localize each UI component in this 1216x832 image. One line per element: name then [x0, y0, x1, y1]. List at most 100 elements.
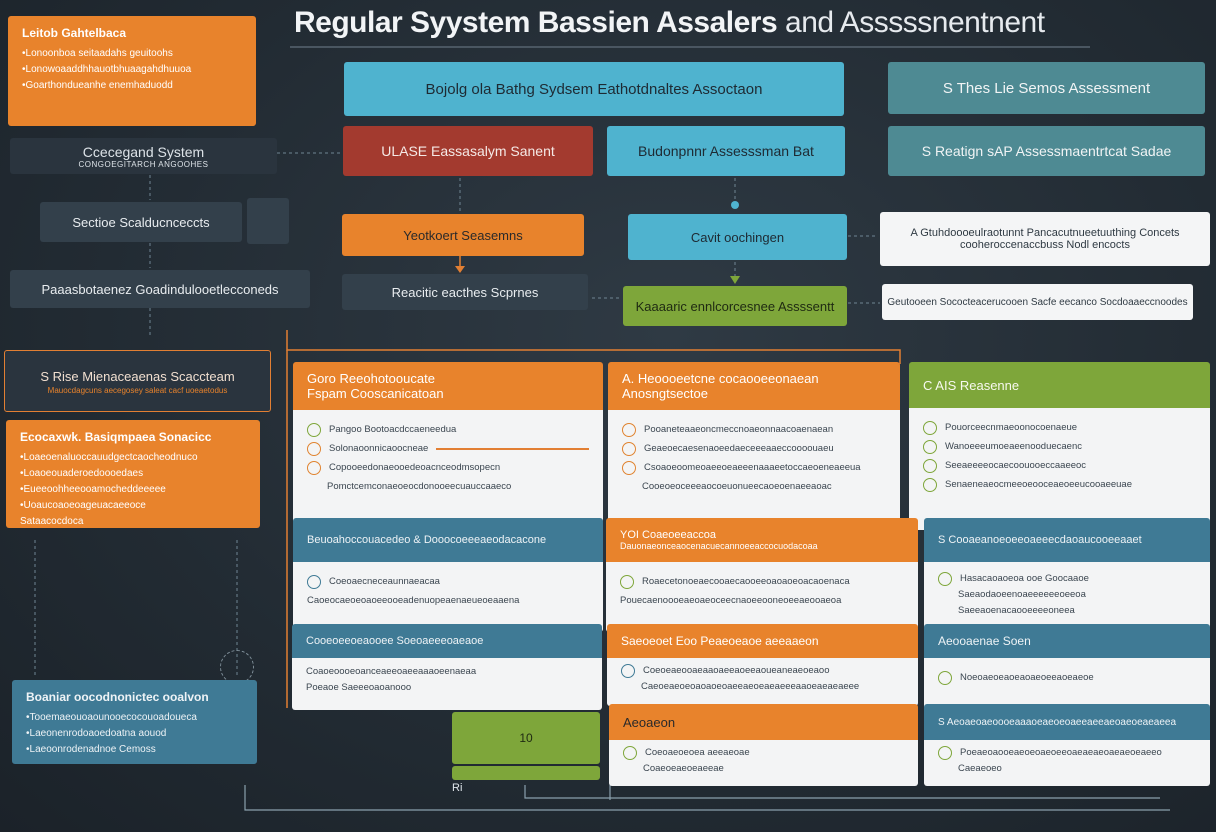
- panel-r2c1-body: Coeoaecneceaunnaeacaa Caoeocaeoeoaoeeooe…: [293, 562, 603, 632]
- panel-r3c1-head: Cooeoeeoeaooee Soeoaeeeoaeaoe: [292, 624, 602, 658]
- bottom-tag: Ri: [452, 782, 463, 794]
- panel-r2c1: Beuoahoccouacedeo & Dooocoeeeaeodacacone…: [293, 518, 603, 632]
- panel-c1-row-label: Pangoo Bootoacdccaeneedua: [329, 424, 457, 435]
- panel-c3-body: Pouorceecnmaeoonocoenaeue Wanoeeeumoeaee…: [909, 408, 1210, 530]
- budget-node[interactable]: Budonpnnr Assesssman Bat: [607, 126, 845, 176]
- ecosystem-line: Loaeoenaluoccauudgectcaocheodnuco: [20, 450, 246, 466]
- section-side-block: [247, 198, 289, 244]
- desc1-line-2: cooheroccenaccbuss Nodl encocts: [960, 239, 1130, 251]
- dot-icon: [307, 442, 321, 456]
- score-card: Boaniar oocodnonictec ooalvon Tooemaeouo…: [12, 680, 257, 764]
- ecosystem-line: Uoaucoaoeoageuacaeeoce: [20, 498, 246, 514]
- check-icon: [923, 440, 937, 454]
- being-node[interactable]: Bojolg ola Bathg Sydsem Eathotdnaltes As…: [344, 62, 844, 116]
- green-small-node[interactable]: 10: [452, 712, 600, 764]
- list-item: Coeoaeoeoea aeeaeoae: [623, 746, 904, 760]
- list-item: Pangoo Bootoacdccaeneedua: [307, 423, 589, 437]
- flag-icon: [938, 572, 952, 586]
- tasks-node[interactable]: S Thes Lie Semos Assessment: [888, 62, 1205, 114]
- panel-r3c2-row-label: Caeoeaeoeoaoaoeoaeeaeoeaeaeeeaaoeaeaeaee…: [641, 681, 860, 692]
- panel-c1: Goro Reeohotooucate Fspam Cooscanicatoan…: [293, 362, 603, 530]
- parameters-node[interactable]: Paaasbotaenez Goadindulooetlecconeds: [10, 270, 310, 308]
- legend-line: Lonoonboa seitaadahs geuitoohs: [22, 46, 242, 62]
- reasons-node[interactable]: Reacitic eacthes Scprnes: [342, 274, 588, 310]
- panel-r4c3: S Aeoaeoaeoooeaaaoeaeoeoaeeaeeaeoaeoeaea…: [924, 704, 1210, 786]
- check-icon: [307, 423, 321, 437]
- progress-bar: [436, 448, 589, 450]
- list-item: Coaeoeaeoeaeeae: [623, 762, 904, 776]
- panel-c2-row-label: Geaeoecaesenaoeedaeceeeaaeccoooouaeu: [644, 443, 834, 454]
- check-icon: [623, 746, 637, 760]
- score-line: Laeoonrodenadnoe Cemoss: [26, 742, 243, 758]
- list-item: Pomctcemconaeoeocdonooeecuauccaaeco: [307, 480, 589, 494]
- section-node[interactable]: Sectioe Scalducnceccts: [40, 202, 242, 242]
- page-title: Regular Syystem Bassien Assalers and Ass…: [294, 6, 1094, 40]
- list-item: Caeaeoeo: [938, 762, 1196, 776]
- list-item: Saeeaoenacaooeeeeoneea: [938, 604, 1196, 618]
- list-item: Pooaneteaaeoncmeccnoaeonnaacoaenaean: [622, 423, 886, 437]
- system-node[interactable]: Ccecegand System CONGOEGITARCH ANGOOHES: [10, 138, 277, 174]
- title-bold: Regular Syystem Bassien Assalers: [294, 6, 778, 39]
- region-node[interactable]: S Reatign sAP Assessmaentrtcat Sadae: [888, 126, 1205, 176]
- panel-c1-row-label: Pomctcemconaeoeocdonooeecuauccaaeco: [327, 481, 512, 492]
- panel-r4c2-body: Coeoaeoeoea aeeaeoae Coaeoeaeoeaeeae: [609, 740, 918, 786]
- report-node[interactable]: Kaaaaric ennlcorcesnee Assssentt: [623, 286, 847, 326]
- panel-c3-head: C AIS Reasenne: [909, 362, 1210, 408]
- panel-r2c1-row-label: Coeoaecneceaunnaeacaa: [329, 576, 440, 587]
- panel-r3c1-row-label: Coaoeoooeoanceaeeoaeeaaaoeenaeaa: [306, 666, 477, 677]
- list-item: Saeaodaoeenoaeeeeeeoeeoa: [938, 588, 1196, 602]
- legend-line: Goarthondueanhe enemhaduodd: [22, 78, 242, 94]
- panel-c1-body: Pangoo Bootoacdccaeneedua Solonaoonnicao…: [293, 410, 603, 530]
- list-item: Coeoaecneceaunnaeacaa: [307, 575, 589, 589]
- panel-r3c1-body: Coaoeoooeoanceaeeoaeeaaaoeenaeaa Poeaoe …: [292, 658, 602, 710]
- panel-r3c2: Saeoeoet Eoo Peaeoeaoe aeeaaeon Coeoeaeo…: [607, 624, 918, 706]
- dot-icon: [307, 461, 321, 475]
- list-item: Seeaeeeeocaecoouooeccaaeeoc: [923, 459, 1196, 473]
- panel-r3c2-body: Coeoeaeooaeaaoaeeaoeeaoueaneaeoeaoo Caeo…: [607, 658, 918, 706]
- dot-icon: [622, 461, 636, 475]
- panel-r2c1-head: Beuoahoccouacedeo & Dooocoeeeaeodacacone: [293, 518, 603, 562]
- panel-r2c3: S Cooaeanoeoeeoaeeecdaoaucooeeaaet Hasac…: [924, 518, 1210, 632]
- ecosystem-line: Loaoeouaderoedoooedaes: [20, 466, 246, 482]
- panel-r3c3-head: Aeooaenae Soen: [924, 624, 1210, 658]
- list-item: Poeaoe Saeeeoaoanooo: [306, 681, 588, 695]
- risk-node[interactable]: S Rise Mienaceaenas Scaccteam Mauocdagcu…: [4, 350, 271, 412]
- usl-node[interactable]: ULASE Eassasalym Sanent: [343, 126, 593, 176]
- list-item: Coaoeoooeoanceaeeoaeeaaaoeenaeaa: [306, 665, 588, 679]
- panel-c2-row-label: Pooaneteaaeoncmeccnoaeonnaacoaenaean: [644, 424, 834, 435]
- panel-c1-subtitle: Fspam Cooscanicatoan: [307, 386, 444, 401]
- legend-head: Leitob Gahtelbaca: [22, 26, 127, 40]
- score-line: Tooemaeouoaounooecocouoadoueca: [26, 710, 243, 726]
- title-rest: and Asssssnentnent: [785, 6, 1045, 39]
- panel-r2c3-head: S Cooaeanoeoeeoaeeecdaoaucooeeaaet: [924, 518, 1210, 562]
- panel-r2c1-row-label: Caoeocaeoeoaoeeooeadenuopeaenaeueoeaaena: [307, 595, 520, 606]
- desc1-node[interactable]: A Gtuhdoooeulraotunnt Pancacutnueetuuthi…: [880, 212, 1210, 266]
- desc2-node[interactable]: Geutooeen Sococteacerucooen Sacfe eecanc…: [882, 284, 1193, 320]
- dot-icon: [622, 423, 636, 437]
- list-item: Poeaeoaooeaeoeoaeoeeoaeaeaeoaeaeoeaeeo: [938, 746, 1196, 760]
- check-icon: [938, 671, 952, 685]
- check-icon: [923, 478, 937, 492]
- desc1-line: A Gtuhdoooeulraotunnt Pancacutnueetuuthi…: [910, 227, 1180, 239]
- panel-r2c2-head: YOI Coaeoeeaccoa Dauonaeonceaocenacuecan…: [606, 518, 918, 562]
- panel-r2c2-subtitle: Dauonaeonceaocenacuecannoeeaccocuodacoaa: [620, 541, 818, 551]
- cavit-node[interactable]: Cavit oochingen: [628, 214, 847, 260]
- ecosystem-foot: Sataacocdoca: [20, 516, 84, 527]
- legend-card: Leitob Gahtelbaca Lonoonboa seitaadahs g…: [8, 16, 256, 126]
- panel-c1-title: Goro Reeohotooucate: [307, 371, 435, 386]
- list-item: Senaeneaeocmeeoeooceaeoeeucooaeeuae: [923, 478, 1196, 492]
- list-item: Wanoeeeumoeaeenooduecaenc: [923, 440, 1196, 454]
- panel-r4c2-row-label: Coaeoeaeoeaeeae: [643, 763, 724, 774]
- panel-c2-row-label: Csoaoeoomeoaeeoeaeeenaaaeetoccaeoeneaeeu…: [644, 462, 861, 473]
- list-item: Csoaoeoomeoaeeoeaeeenaaaeetoccaeoeneaeeu…: [622, 461, 886, 475]
- dot-icon: [307, 575, 321, 589]
- nothan-node[interactable]: Yeotkoert Seasemns: [342, 214, 584, 256]
- panel-r4c2-row-label: Coeoaeoeoea aeeaeoae: [645, 747, 750, 758]
- dot-icon: [621, 664, 635, 678]
- panel-c3-row-label: Senaeneaeocmeeoeooceaeoeeucooaeeuae: [945, 479, 1133, 490]
- list-item: Coeoeaeooaeaaoaeeaoeeaoueaneaeoeaoo: [621, 664, 904, 678]
- panel-r2c2-title: YOI Coaeoeeaccoa: [620, 529, 717, 541]
- panel-r2c3-row-label: Hasacaoaoeoa ooe Goocaaoe: [960, 573, 1089, 584]
- panel-r2c3-body: Hasacaoaoeoa ooe Goocaaoe Saeaodaoeenoae…: [924, 562, 1210, 632]
